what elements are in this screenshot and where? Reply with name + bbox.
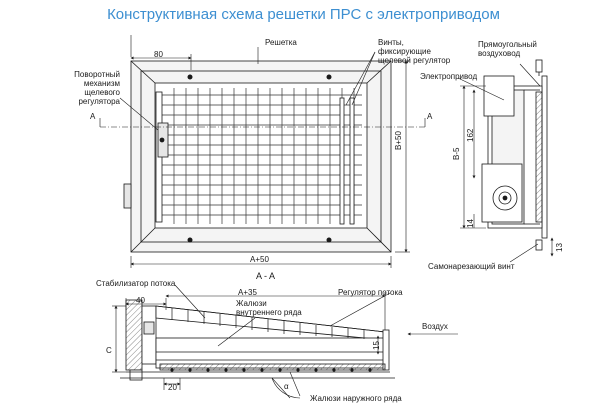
label-rotary-line-3: щелевого bbox=[84, 88, 120, 97]
dim-80: 80 bbox=[154, 50, 163, 59]
section-view bbox=[120, 299, 395, 381]
front-dimensions bbox=[99, 35, 426, 268]
section-mark-left: A bbox=[90, 112, 96, 121]
label-actuator: Электропривод bbox=[420, 72, 478, 81]
fixing-screws bbox=[339, 97, 355, 225]
label-rotary-line-4: регулятора bbox=[78, 97, 120, 106]
label-air: Воздух bbox=[422, 322, 448, 331]
dim-b-5: B-5 bbox=[452, 147, 461, 160]
dim-40: 40 bbox=[136, 296, 145, 305]
grille-inner-frame bbox=[154, 82, 368, 229]
section-title: A - A bbox=[256, 271, 276, 281]
dim-c: C bbox=[106, 346, 112, 355]
label-inner-blades: Жалюзи внутреннего ряда bbox=[236, 299, 302, 317]
side-view bbox=[481, 59, 548, 251]
dim-angle-alpha: α bbox=[284, 382, 289, 391]
dim-15: 15 bbox=[372, 341, 381, 350]
label-rotary-mechanism: Поворотный механизм щелевого регулятора bbox=[56, 70, 120, 106]
dim-height-b50: B+50 bbox=[394, 131, 403, 150]
mounting-holes bbox=[187, 74, 332, 243]
dim-20: 20 bbox=[168, 383, 177, 392]
dim-13: 13 bbox=[555, 243, 564, 252]
section-dimensions bbox=[112, 284, 458, 399]
side-dimensions bbox=[457, 63, 554, 263]
label-inner-line-2: внутреннего ряда bbox=[236, 308, 302, 317]
label-rect-duct: Прямоугольный воздуховод bbox=[478, 40, 537, 58]
label-outer-blades: Жалюзи наружного ряда bbox=[310, 394, 402, 403]
inner-blades bbox=[171, 308, 365, 339]
dim-width-a50: A+50 bbox=[250, 255, 269, 264]
grille-middle-frame bbox=[140, 70, 382, 243]
label-grille: Решетка bbox=[265, 38, 297, 47]
label-self-tapping-screw: Самонарезающий винт bbox=[428, 262, 515, 271]
diagram-title: Конструктивная схема решетки ПРС с элект… bbox=[107, 6, 500, 23]
label-inner-line-1: Жалюзи bbox=[236, 299, 267, 308]
label-duct-line-2: воздуховод bbox=[478, 49, 521, 58]
section-mark-right: A bbox=[427, 112, 433, 121]
dim-14: 14 bbox=[466, 219, 475, 228]
label-duct-line-1: Прямоугольный bbox=[478, 40, 537, 49]
label-flow-stabilizer: Стабилизатор потока bbox=[96, 279, 176, 288]
dim-162: 162 bbox=[466, 128, 475, 142]
label-flow-regulator: Регулятор потока bbox=[338, 288, 403, 297]
outer-blades bbox=[170, 368, 372, 372]
label-rotary-line-1: Поворотный bbox=[74, 70, 120, 79]
rotary-mechanism bbox=[123, 91, 169, 223]
label-rotary-line-2: механизм bbox=[83, 79, 120, 88]
dim-a35: A+35 bbox=[238, 288, 257, 297]
label-fixing-screws: Винты, фиксирующие щелевой регулятор bbox=[378, 38, 451, 65]
